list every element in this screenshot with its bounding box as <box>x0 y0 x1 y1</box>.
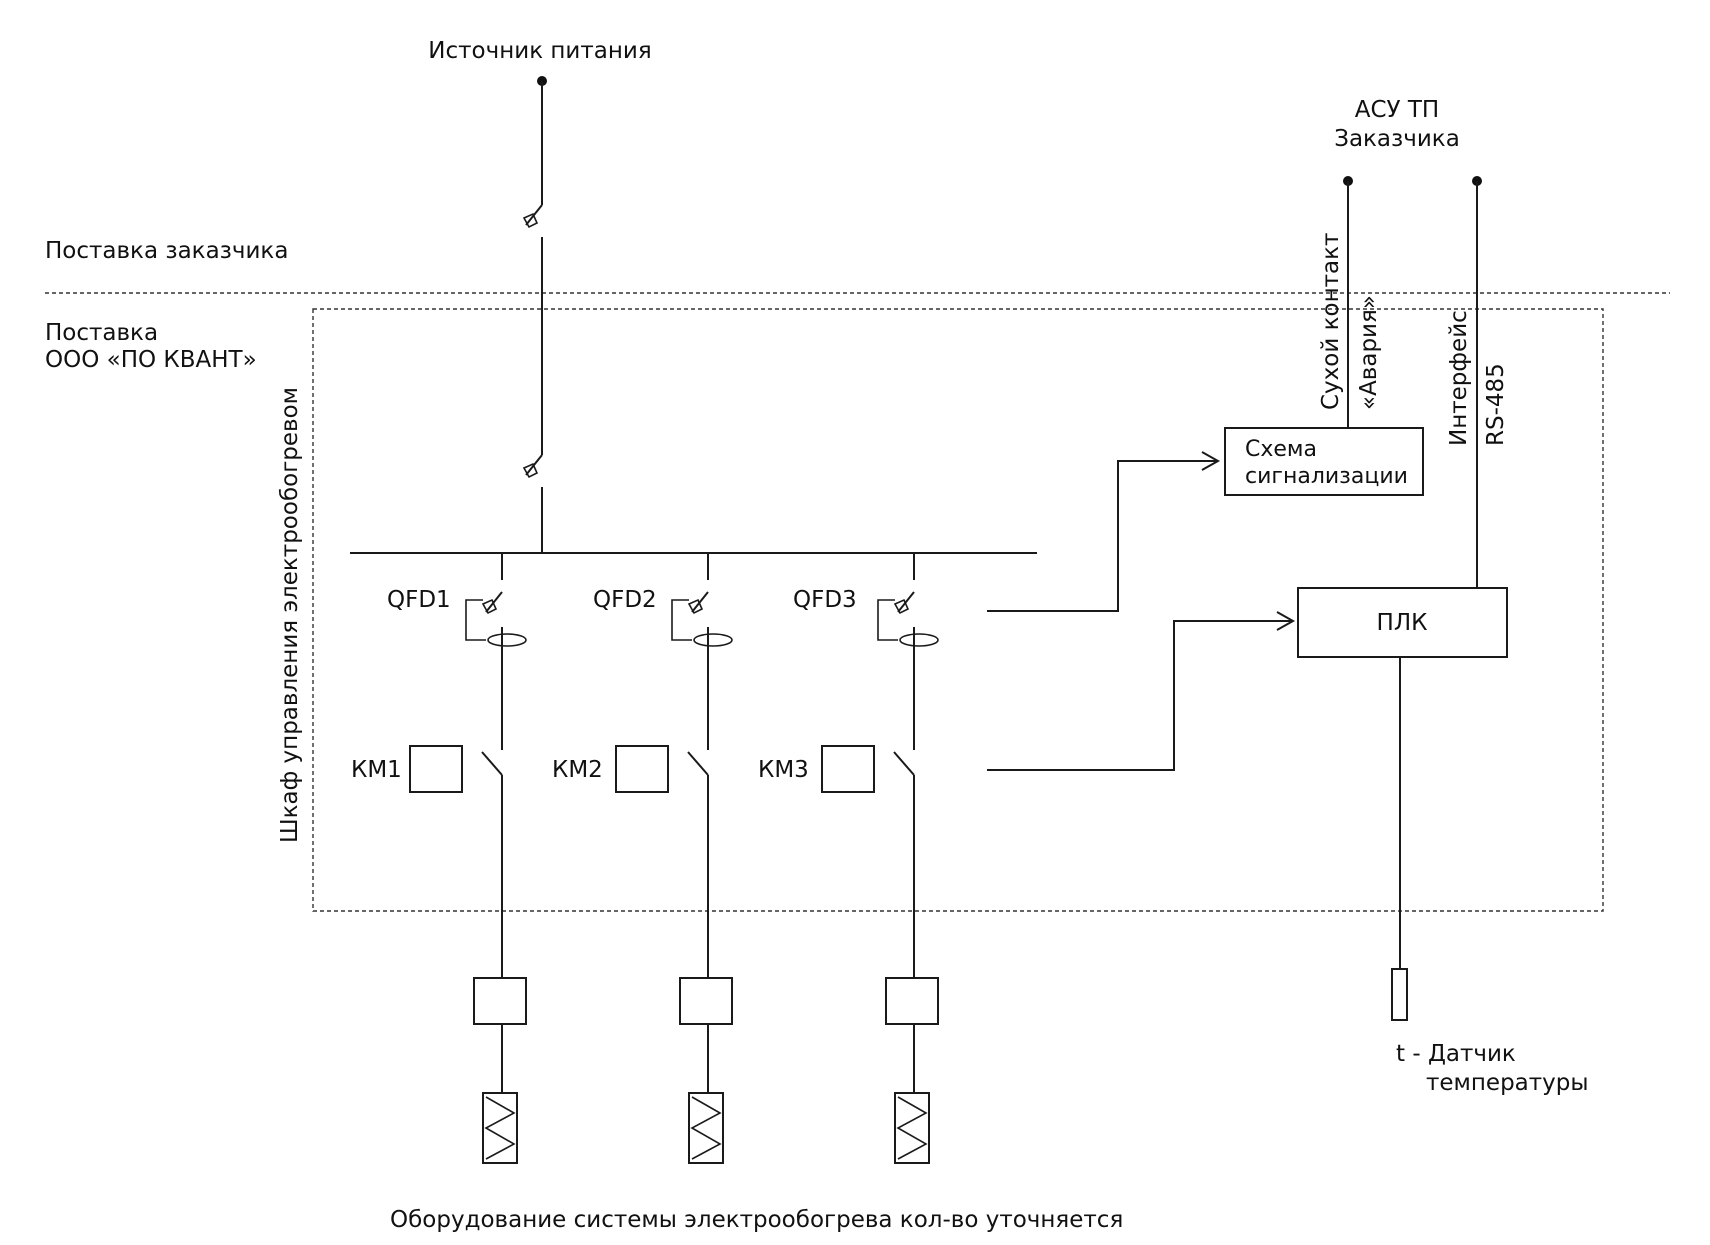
plc-arrow-head <box>1276 611 1296 631</box>
interface-label-line1: Интерфейс <box>1446 310 1472 446</box>
heater-3 <box>894 1092 930 1164</box>
feeder-2 <box>615 553 733 1164</box>
qfd2-label: QFD2 <box>593 587 657 613</box>
dry-contact-label-line1: Сухой контакт <box>1318 233 1344 410</box>
cabinet-label: Шкаф управления электрообогревом <box>277 387 303 843</box>
sensor-label-line2: температуры <box>1426 1070 1589 1096</box>
qfd1-label: QFD1 <box>387 587 451 613</box>
qfd2-mark <box>687 598 704 615</box>
heater-1-winding <box>484 1096 516 1160</box>
vendor-supply-label-line2: ООО «ПО КВАНТ» <box>45 347 257 373</box>
km2-contact <box>687 751 709 776</box>
km2-coil <box>615 745 669 793</box>
qfd1-mark <box>481 598 498 615</box>
km1-label: КМ1 <box>351 757 402 783</box>
km2-label: КМ2 <box>552 757 603 783</box>
dry-contact-label-line2: «Авария» <box>1356 295 1382 410</box>
qfd1-current-sensor <box>487 633 527 647</box>
km3-label: КМ3 <box>758 757 809 783</box>
customer-switch-mark <box>522 212 539 229</box>
sensor-label-line1: t - Датчик <box>1396 1041 1516 1067</box>
qfd1-trip-link <box>465 599 486 641</box>
interface-label-line2: RS-485 <box>1483 363 1509 446</box>
heater-2-winding <box>690 1096 722 1160</box>
alarm-arrow-head <box>1201 451 1221 471</box>
qfd1-blade <box>485 591 503 613</box>
feeder-3 <box>821 553 939 1164</box>
vendor-supply-label-line1: Поставка <box>45 320 158 346</box>
plc-box <box>1297 587 1508 658</box>
temperature-sensor <box>1391 968 1408 1021</box>
cabinet-boundary <box>312 308 1604 912</box>
main-switch-mark <box>522 462 539 479</box>
plc-label: ПЛК <box>1377 610 1428 636</box>
feeder-1 <box>409 553 527 1164</box>
breaker-signal-line <box>987 460 1218 612</box>
power-source-label: Источник питания <box>428 38 651 64</box>
qfd2-current-sensor <box>693 633 733 647</box>
junction-box-2 <box>679 977 733 1025</box>
qfd3-current-sensor <box>899 633 939 647</box>
km3-coil <box>821 745 875 793</box>
customer-supply-label: Поставка заказчика <box>45 238 288 264</box>
qfd3-blade <box>897 591 915 613</box>
asu-label-line1: АСУ ТП <box>1355 97 1439 123</box>
qfd2-trip-link <box>671 599 692 641</box>
qfd3-mark <box>893 598 910 615</box>
alarm-label-line2: сигнализации <box>1245 464 1408 489</box>
km3-contact <box>893 751 915 776</box>
heater-1 <box>482 1092 518 1164</box>
km1-coil <box>409 745 463 793</box>
footer-caption: Оборудование системы электрообогрева кол… <box>390 1207 1123 1233</box>
qfd3-label: QFD3 <box>793 587 857 613</box>
asu-label-line2: Заказчика <box>1334 126 1460 152</box>
qfd3-trip-link <box>877 599 898 641</box>
km1-contact <box>481 751 503 776</box>
heater-2 <box>688 1092 724 1164</box>
heater-3-winding <box>896 1096 928 1160</box>
alarm-circuit-box <box>1224 427 1424 496</box>
junction-box-3 <box>885 977 939 1025</box>
qfd2-blade <box>691 591 709 613</box>
alarm-label-line1: Схема <box>1245 437 1317 462</box>
contactor-signal-line <box>987 620 1293 771</box>
junction-box-1 <box>473 977 527 1025</box>
